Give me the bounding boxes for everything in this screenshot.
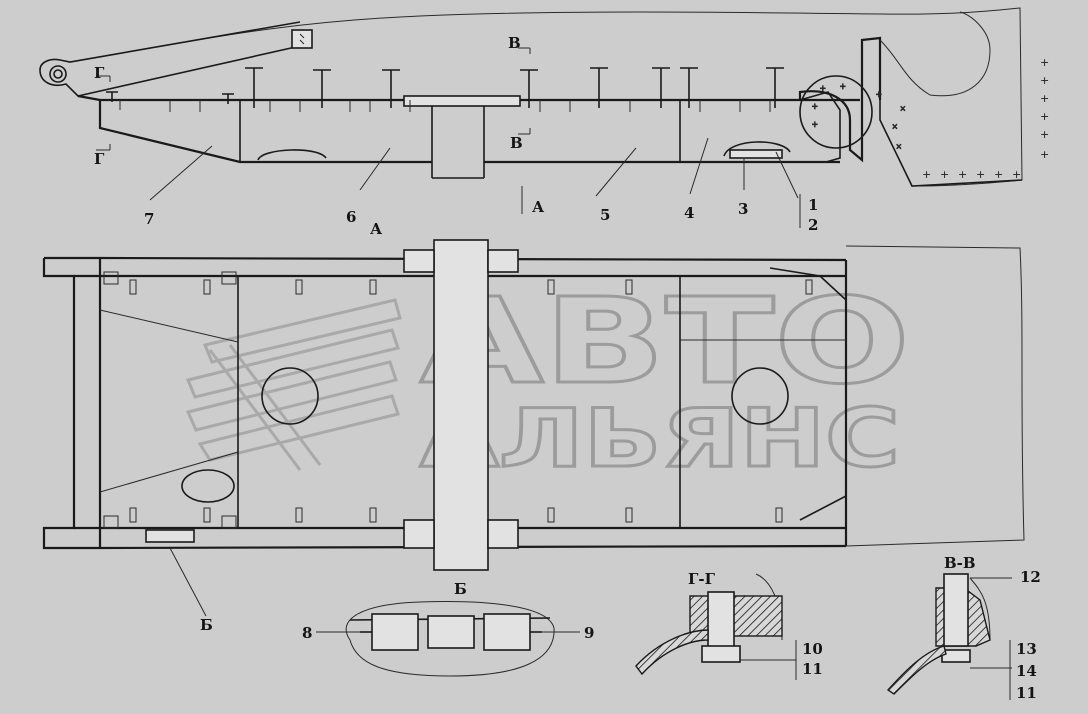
callout-3: 3 (738, 200, 748, 218)
callout-12: 12 (1020, 568, 1041, 586)
section-vv-view (886, 573, 1012, 700)
section-gg-view (635, 573, 797, 680)
callout-labels: А А В В Г Г Б Б Г-Г В-В 1 2 3 4 5 6 7 8 … (94, 34, 1041, 702)
plan-view-a (42, 239, 1025, 617)
callout-5: 5 (600, 206, 610, 224)
watermark-line1: АВТО (420, 272, 910, 410)
callout-14: 14 (1016, 662, 1037, 680)
watermark-logo: АВТО АЛЬЯНС (185, 271, 912, 487)
callout-4: 4 (684, 204, 694, 222)
svg-text:+: + (994, 168, 1003, 181)
svg-text:+: + (820, 84, 826, 95)
svg-text:+: + (1040, 110, 1049, 123)
svg-text:+: + (922, 168, 931, 181)
callout-13: 13 (1016, 640, 1037, 658)
detail-b-view (316, 601, 580, 677)
label-view-a: А (370, 220, 383, 238)
svg-text:+: + (1012, 168, 1021, 181)
label-arrow-a: А (532, 198, 545, 216)
callout-10: 10 (802, 640, 823, 658)
label-section-vv: В-В (944, 554, 976, 572)
svg-text:+: + (812, 120, 818, 131)
svg-text:+: + (958, 168, 967, 181)
svg-text:+: + (976, 168, 985, 181)
svg-text:+: + (812, 102, 818, 113)
svg-text:×: × (896, 142, 902, 153)
callout-1: 1 (808, 196, 818, 214)
label-section-g-bottom: Г (94, 150, 105, 168)
svg-text:×: × (892, 122, 898, 133)
svg-text:+: + (1040, 128, 1049, 141)
callout-11-vv: 11 (1016, 684, 1037, 702)
callout-9: 9 (584, 624, 594, 642)
svg-text:+: + (840, 82, 846, 93)
side-elevation-view: ++ ++ ×× ×+ +++ +++ +++ +++ (39, 7, 1049, 228)
callout-11-gg: 11 (802, 660, 823, 678)
svg-text:+: + (940, 168, 949, 181)
label-section-g-top: Г (94, 64, 105, 82)
label-section-v-top: В (508, 34, 521, 52)
callout-2: 2 (808, 216, 818, 234)
svg-text:+: + (876, 90, 882, 101)
label-view-b-top: Б (454, 580, 467, 598)
callout-6: 6 (346, 208, 356, 226)
label-section-gg: Г-Г (688, 570, 716, 588)
svg-text:+: + (1040, 92, 1049, 105)
svg-text:+: + (1040, 56, 1049, 69)
svg-text:+: + (1040, 148, 1049, 161)
callout-8: 8 (302, 624, 312, 642)
watermark-line2: АЛЬЯНС (420, 392, 900, 485)
svg-text:×: × (900, 104, 906, 115)
svg-text:+: + (1040, 74, 1049, 87)
callout-7: 7 (144, 210, 154, 228)
label-view-b-bottom: Б (200, 616, 213, 634)
label-section-v-bottom: В (510, 134, 523, 152)
